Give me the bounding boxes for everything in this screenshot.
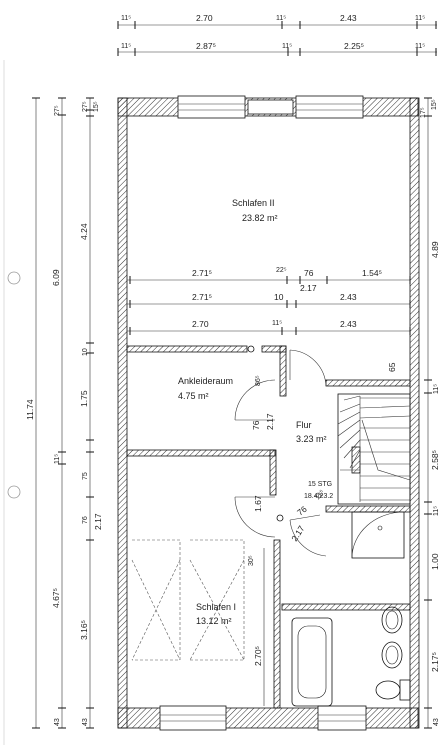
top-row1-dim-1: 11⁵	[121, 15, 131, 22]
width-167-dim: 1.67	[253, 495, 263, 512]
mid-row2-dim-1: 2.71⁵	[192, 292, 212, 302]
top-row2-dim-3: 11⁵	[282, 43, 292, 50]
right-dim-9: 43	[433, 718, 440, 726]
washbasin-upper	[381, 606, 403, 634]
top-row1-dim-4: 2.43	[340, 13, 357, 23]
top-row2-dim-1: 11⁵	[121, 43, 131, 50]
stair-count: 15 STG	[308, 481, 332, 488]
mid-row3-dim-1: 2.70	[192, 319, 209, 329]
left-total-dim: 11.74	[25, 399, 35, 420]
mid-row1-dim-2: 22⁵	[276, 267, 287, 274]
right-dimension-chain: 17⁵ 15⁵ 4.89 11⁵ 2.58⁵ 11⁵ 1.00 2.17⁵ 43	[420, 97, 440, 729]
door-76b-dim: 76	[295, 504, 309, 518]
right-dim-6: 11⁵	[433, 506, 440, 516]
mid-row2-dim-2: 10	[274, 292, 284, 302]
mid-row2-dim-3: 2.43	[340, 292, 357, 302]
right-dim-5: 2.58⁵	[430, 450, 440, 470]
interior-walls	[126, 345, 411, 709]
room-name-schlafen2: Schlafen II	[232, 198, 275, 208]
room-area-schlafen1: 13.12 m²	[196, 616, 232, 626]
doors	[234, 345, 327, 557]
bed-outlines	[131, 539, 265, 706]
mid-dimension-rows: 2.71⁵ 22⁵ 76 1.54⁵ 2.17 2.71⁵ 10 2.43 2.…	[127, 267, 411, 335]
left-outer-dim-5: 43	[54, 718, 61, 726]
mid-row3-dim-3: 2.43	[340, 319, 357, 329]
left-outer-dim-1: 27⁵	[54, 105, 61, 116]
shower-tray	[351, 511, 405, 559]
right-dim-8: 2.17⁵	[430, 652, 440, 672]
schlafen1-30-dim: 30⁵	[248, 555, 255, 566]
door-115b-dim: 11⁵	[314, 489, 326, 501]
room-area-schlafen2: 23.82 m²	[242, 213, 278, 223]
window-bottom-left	[159, 705, 227, 731]
mid-row3-dim-2: 11⁵	[272, 320, 282, 327]
room-area-flur: 3.23 m²	[296, 434, 327, 444]
door-ankleide	[234, 379, 276, 421]
bathtub	[291, 617, 333, 707]
right-dim-2: 15⁵	[431, 99, 438, 110]
mid-row1-dim-4: 1.54⁵	[362, 268, 382, 278]
left-inner-dim-2: 15⁵	[93, 101, 100, 112]
door-76a-dim: 76	[251, 420, 261, 430]
washbasin-lower	[381, 641, 403, 669]
room-labels: Schlafen II 23.82 m² Ankleideraum 4.75 m…	[178, 198, 333, 626]
left-outer-dim-2: 6.09	[51, 269, 61, 286]
mid-row1-dim-5: 2.17	[300, 283, 317, 293]
top-dimension-rows: 11⁵ 2.70 11⁵ 2.43 11⁵ 11⁵ 2.87⁵ 11⁵ 2.25…	[117, 13, 437, 56]
window-top-right	[295, 95, 364, 119]
flur-65-dim: 65	[387, 362, 397, 372]
staircase	[337, 393, 411, 505]
top-row1-dim-5: 11⁵	[415, 15, 425, 22]
window-bottom-right	[317, 705, 367, 731]
stair-ratio: 18.4/23.2	[304, 493, 333, 500]
left-inner-dim-4: 10	[82, 348, 89, 356]
left-outer-dim-4: 4.67⁵	[51, 588, 61, 608]
right-dim-1: 17⁵	[420, 107, 427, 118]
right-dim-4: 11⁵	[433, 384, 440, 394]
left-inner-dim-5: 1.75	[79, 390, 89, 407]
outer-walls	[117, 95, 420, 731]
left-inner-dim-6: 75	[82, 472, 89, 480]
door-217b-dim: 2.17	[289, 523, 306, 543]
pipe-marker-icon	[247, 345, 255, 353]
page-margin	[3, 60, 21, 745]
mid-row1-dim-3: 76	[304, 268, 314, 278]
window-top-left	[177, 95, 246, 119]
top-row2-dim-2: 2.87⁵	[196, 41, 216, 51]
top-row2-dim-5: 11⁵	[415, 43, 425, 50]
punch-hole-top-icon	[7, 271, 21, 285]
window-top-middle	[247, 99, 294, 115]
room-area-ankleide: 4.75 m²	[178, 391, 209, 401]
punch-hole-bottom-icon	[7, 485, 21, 499]
top-row2-dim-4: 2.25⁵	[344, 41, 364, 51]
left-inner-dim-9: 3.16⁵	[79, 620, 89, 640]
left-inner-dim-1: 27⁵	[82, 101, 89, 112]
room-name-flur: Flur	[296, 420, 312, 430]
top-row1-dim-2: 2.70	[196, 13, 213, 23]
bathroom-fixtures	[291, 511, 411, 707]
mid-row1-dim-1: 2.71⁵	[192, 268, 212, 278]
door-flur-top	[289, 349, 327, 387]
room-name-schlafen1: Schlafen I	[196, 602, 236, 612]
left-inner-dim-10: 43	[82, 718, 89, 726]
ankleide-door-dim: 86⁵	[255, 375, 262, 386]
left-dimension-chains: 11.74 27⁵ 6.09 11⁵ 4.67⁵ 43 27⁵ 15⁵ 4.24…	[25, 97, 103, 729]
door-schlafen1	[234, 496, 276, 538]
top-row1-dim-3: 11⁵	[276, 15, 286, 22]
right-dim-3: 4.89	[430, 241, 440, 258]
inner-dimensions: 86⁵ 76 2.17 1.67 65 76 11⁵ 2.17 30⁵ 2.70…	[248, 362, 397, 666]
door-bad	[276, 514, 327, 557]
right-dim-7: 1.00	[430, 553, 440, 570]
schlafen1-270-dim: 2.70⁵	[253, 646, 263, 666]
toilet	[375, 679, 411, 701]
room-name-ankleide: Ankleideraum	[178, 376, 233, 386]
left-inner-dim-8: 2.17	[93, 513, 103, 530]
left-inner-dim-3: 4.24	[79, 223, 89, 240]
left-outer-dim-3: 11⁵	[54, 454, 61, 464]
left-inner-dim-7: 76	[82, 516, 89, 524]
door-217a-dim: 2.17	[265, 413, 275, 430]
